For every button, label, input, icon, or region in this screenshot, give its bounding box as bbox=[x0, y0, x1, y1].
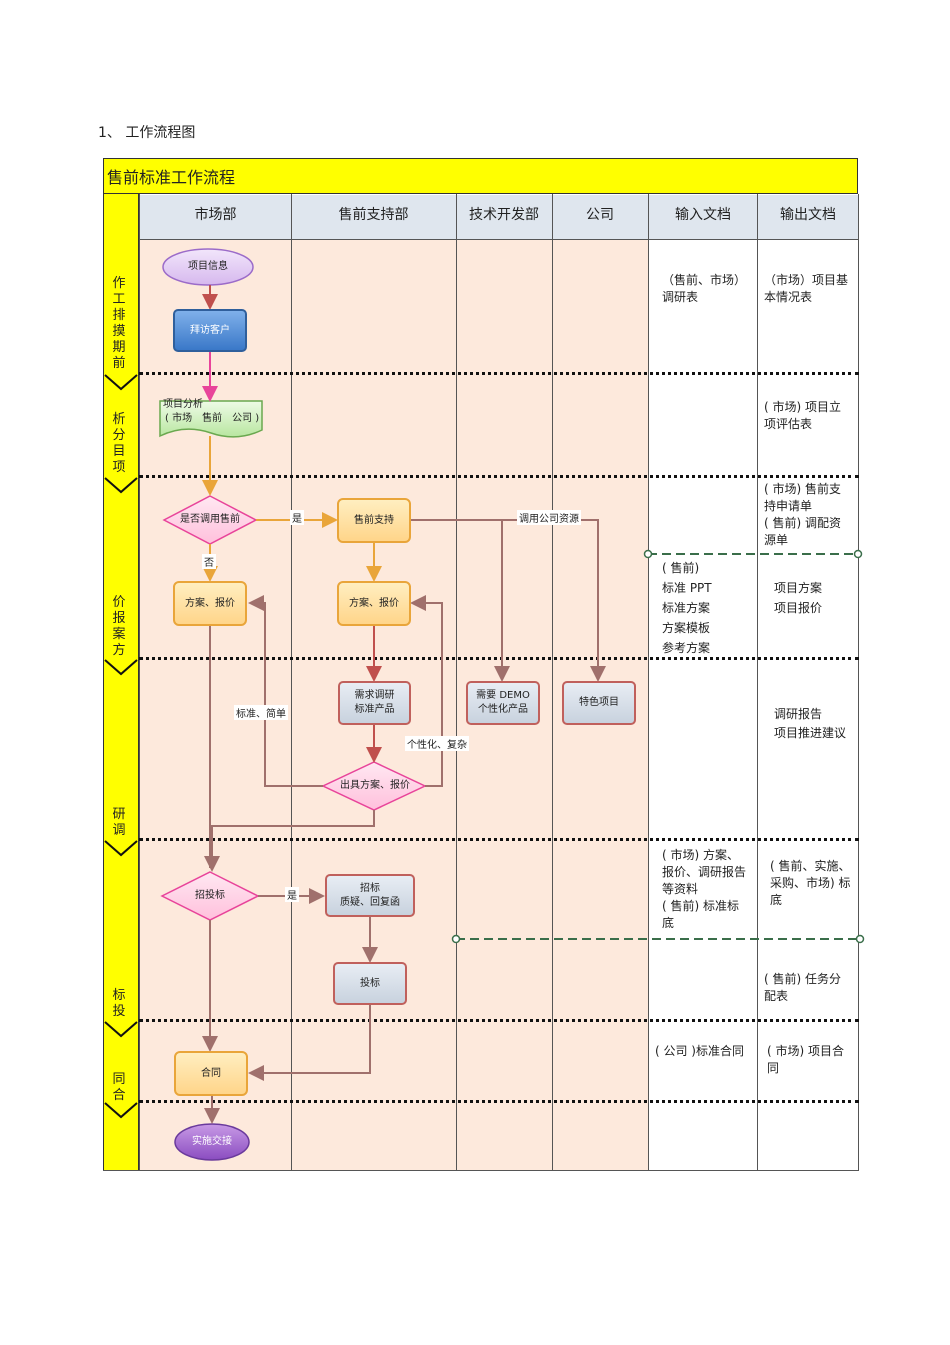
grid-line bbox=[456, 194, 457, 1171]
node-bidding: 招投标 bbox=[195, 890, 225, 901]
grid-line bbox=[757, 194, 758, 1171]
node-bid-questions: 招标 质疑、回复函 bbox=[325, 874, 415, 917]
node-demo-line2: 个性化产品 bbox=[478, 704, 528, 715]
node-demo-line1: 需要 DEMO bbox=[476, 690, 530, 701]
phase-divider bbox=[139, 475, 859, 478]
grid-line bbox=[858, 194, 859, 1171]
phase-divider bbox=[139, 838, 859, 841]
header-company: 公司 bbox=[552, 195, 648, 239]
header-tech: 技术开发部 bbox=[456, 195, 552, 239]
node-research-line2: 标准产品 bbox=[354, 704, 395, 715]
input-doc-survey: （售前、市场）调研表 bbox=[662, 273, 741, 304]
phase-label-analysis: 析分目项 bbox=[112, 412, 126, 475]
node-bid-line2: 质疑、回复函 bbox=[340, 896, 400, 908]
output-doc-research-report: 调研报告 项目推进建议 bbox=[774, 707, 847, 740]
header-input-docs: 输入文档 bbox=[648, 195, 758, 239]
edge-label-no: 否 bbox=[202, 554, 216, 569]
grid-line bbox=[552, 194, 553, 1171]
phase-label-contract: 同合 bbox=[112, 1072, 126, 1103]
output-doc-project-contract: ( 市场) 项目合同 bbox=[767, 1044, 844, 1075]
edge-label-standard-simple: 标准、简单 bbox=[234, 705, 288, 720]
grid-line bbox=[648, 194, 649, 1171]
grid-line bbox=[139, 194, 140, 1171]
node-submit-bid: 投标 bbox=[333, 962, 407, 1005]
node-issue-plan: 出具方案、报价 bbox=[340, 780, 410, 791]
node-contract: 合同 bbox=[174, 1051, 248, 1096]
grid-line bbox=[103, 1170, 859, 1171]
node-analysis-line1: 项目分析 bbox=[163, 399, 203, 410]
edge-label-yes: 是 bbox=[290, 510, 304, 525]
node-handover: 实施交接 bbox=[192, 1136, 232, 1147]
node-plan-quote-market: 方案、报价 bbox=[173, 581, 247, 626]
grid-line bbox=[291, 194, 292, 1171]
output-doc-evaluation: ( 市场) 项目立项评估表 bbox=[764, 400, 841, 431]
node-project-info: 项目信息 bbox=[188, 261, 228, 272]
node-bid-line1: 招标 bbox=[360, 882, 380, 894]
output-doc-support-request: ( 市场) 售前支持申请单 ( 售前) 调配资源单 bbox=[764, 482, 841, 547]
node-special-project: 特色项目 bbox=[562, 681, 636, 725]
phase-label-preliminary: 作工排摸期前 bbox=[112, 276, 126, 371]
node-project-analysis: 项目分析 ( 市场 售前 公司 ) bbox=[163, 398, 263, 426]
input-doc-standard-contract: ( 公司 )标准合同 bbox=[655, 1044, 744, 1058]
phase-divider bbox=[139, 1100, 859, 1103]
node-analysis-line2: ( 市场 售前 公司 ) bbox=[165, 413, 260, 424]
header-presales: 售前支持部 bbox=[291, 195, 456, 239]
phase-label-quotation: 价报案方 bbox=[112, 595, 126, 658]
page-heading: 1、 工作流程图 bbox=[98, 125, 196, 141]
node-visit-client: 拜访客户 bbox=[173, 309, 247, 352]
edge-label-yes: 是 bbox=[285, 887, 299, 902]
header-market: 市场部 bbox=[140, 195, 291, 239]
node-research: 需求调研 标准产品 bbox=[338, 681, 411, 725]
phase-label-bidding: 标投 bbox=[112, 988, 126, 1019]
node-handover-shape bbox=[174, 1123, 250, 1161]
input-doc-standard-materials: ( 售前) 标准 PPT 标准方案 方案模板 参考方案 bbox=[662, 561, 712, 655]
grid-line bbox=[139, 239, 859, 240]
edge-label-use-company: 调用公司资源 bbox=[517, 510, 581, 525]
node-analysis-shape bbox=[159, 400, 263, 438]
output-doc-basic-info: （市场）项目基本情况表 bbox=[764, 273, 849, 304]
node-research-line1: 需求调研 bbox=[354, 690, 395, 701]
node-demo: 需要 DEMO 个性化产品 bbox=[466, 681, 540, 725]
edge-label-custom-complex: 个性化、复杂 bbox=[405, 736, 469, 751]
phase-chevrons bbox=[104, 374, 138, 1119]
diagram-title: 售前标准工作流程 bbox=[103, 158, 858, 194]
output-doc-task-allocation: ( 售前) 任务分配表 bbox=[764, 972, 841, 1003]
input-doc-plan-materials: ( 市场) 方案、报价、调研报告等资料 ( 售前) 标准标底 bbox=[662, 848, 747, 930]
node-use-presales: 是否调用售前 bbox=[180, 514, 240, 525]
header-output-docs: 输出文档 bbox=[758, 195, 858, 239]
phase-label-research: 研调 bbox=[112, 807, 126, 838]
phase-divider bbox=[139, 657, 859, 660]
output-doc-bid-base: ( 售前、实施、采购、市场) 标底 bbox=[770, 859, 851, 907]
node-presales-support: 售前支持 bbox=[337, 498, 411, 543]
output-doc-plan-quote: 项目方案 项目报价 bbox=[774, 581, 823, 615]
node-project-info-shape bbox=[162, 248, 254, 286]
node-plan-quote-presales: 方案、报价 bbox=[337, 581, 411, 626]
phase-divider bbox=[139, 1019, 859, 1022]
phase-divider bbox=[139, 372, 859, 375]
